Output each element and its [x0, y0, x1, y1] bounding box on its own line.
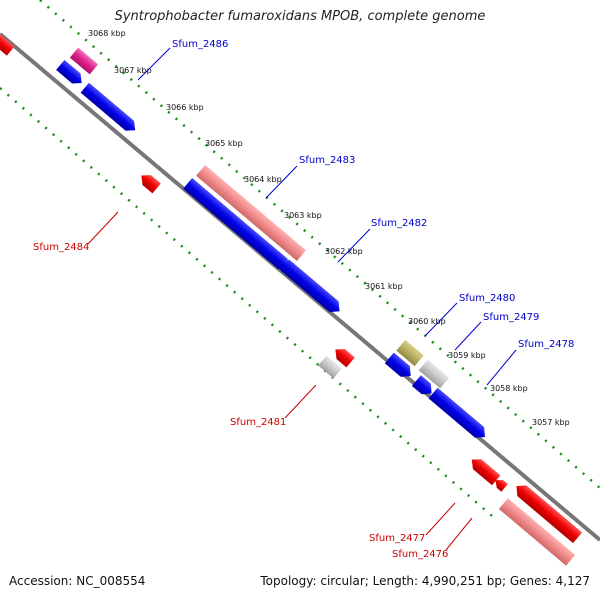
- gene-label-sfum-2478[interactable]: Sfum_2478: [518, 339, 574, 350]
- genome-summary: Topology: circular; Length: 4,990,251 bp…: [260, 574, 590, 588]
- gene-label-sfum-2484[interactable]: Sfum_2484: [33, 242, 89, 253]
- gene-arrow-magenta[interactable]: [69, 47, 99, 75]
- gene-label-sfum-2483[interactable]: Sfum_2483: [299, 155, 355, 166]
- gene-arrow-forward[interactable]: [80, 82, 140, 136]
- kbp-label: 3064 kbp: [244, 175, 282, 184]
- gene-arrow-grey[interactable]: [318, 355, 342, 379]
- gene-label-sfum-2486[interactable]: Sfum_2486: [172, 39, 228, 50]
- gene-arrow-forward[interactable]: [183, 178, 293, 274]
- gene-arrow-forward[interactable]: [411, 375, 436, 399]
- gene-arrow-forward[interactable]: [384, 352, 415, 382]
- kbp-label: 3057 kbp: [532, 418, 570, 427]
- gene-arrow-pink[interactable]: [196, 165, 306, 261]
- gene-arrow-pink[interactable]: [498, 498, 576, 566]
- gene-label-sfum-2477[interactable]: Sfum_2477: [369, 533, 425, 544]
- kbp-label: 3068 kbp: [88, 29, 126, 38]
- gene-labels: Sfum_2486 Sfum_2483 Sfum_2482 Sfum_2480 …: [33, 39, 574, 560]
- kbp-label: 3059 kbp: [448, 351, 486, 360]
- kbp-label: 3062 kbp: [325, 247, 363, 256]
- map-title: Syntrophobacter fumaroxidans MPOB, compl…: [114, 9, 486, 24]
- gene-label-sfum-2479[interactable]: Sfum_2479: [483, 312, 539, 323]
- gene-arrow-reverse[interactable]: [137, 171, 161, 194]
- gene-arrow-forward[interactable]: [428, 387, 490, 443]
- gene-arrow-reverse[interactable]: [331, 345, 355, 368]
- kbp-label: 3065 kbp: [205, 139, 243, 148]
- kbp-axis: 3068 kbp 3067 kbp 3066 kbp 3065 kbp 3064…: [88, 29, 570, 427]
- outer-tick-track: [39, 0, 600, 489]
- gene-arrow-forward[interactable]: [56, 59, 86, 88]
- gene-arrow-reverse[interactable]: [512, 481, 583, 544]
- kbp-label: 3063 kbp: [284, 211, 322, 220]
- kbp-label: 3061 kbp: [365, 282, 403, 291]
- label-leaders: [87, 47, 517, 551]
- gene-arrow-reverse[interactable]: [0, 24, 15, 56]
- kbp-label: 3067 kbp: [114, 66, 152, 75]
- gene-arrow-forward[interactable]: [279, 259, 344, 316]
- gene-arrow-olive[interactable]: [396, 339, 424, 367]
- gene-label-sfum-2476[interactable]: Sfum_2476: [392, 549, 448, 560]
- gene-label-sfum-2480[interactable]: Sfum_2480: [459, 293, 515, 304]
- gene-features: [0, 24, 583, 566]
- gene-arrow-grey[interactable]: [418, 359, 450, 389]
- accession-text: Accession: NC_008554: [9, 574, 146, 588]
- gene-label-sfum-2482[interactable]: Sfum_2482: [371, 218, 427, 229]
- gene-arrow-reverse[interactable]: [468, 455, 501, 486]
- kbp-label: 3060 kbp: [408, 317, 446, 326]
- gene-label-sfum-2481[interactable]: Sfum_2481: [230, 417, 286, 428]
- kbp-label: 3058 kbp: [490, 384, 528, 393]
- gene-arrow-reverse[interactable]: [492, 476, 508, 492]
- inner-tick-track: [0, 87, 493, 517]
- kbp-label: 3066 kbp: [166, 103, 204, 112]
